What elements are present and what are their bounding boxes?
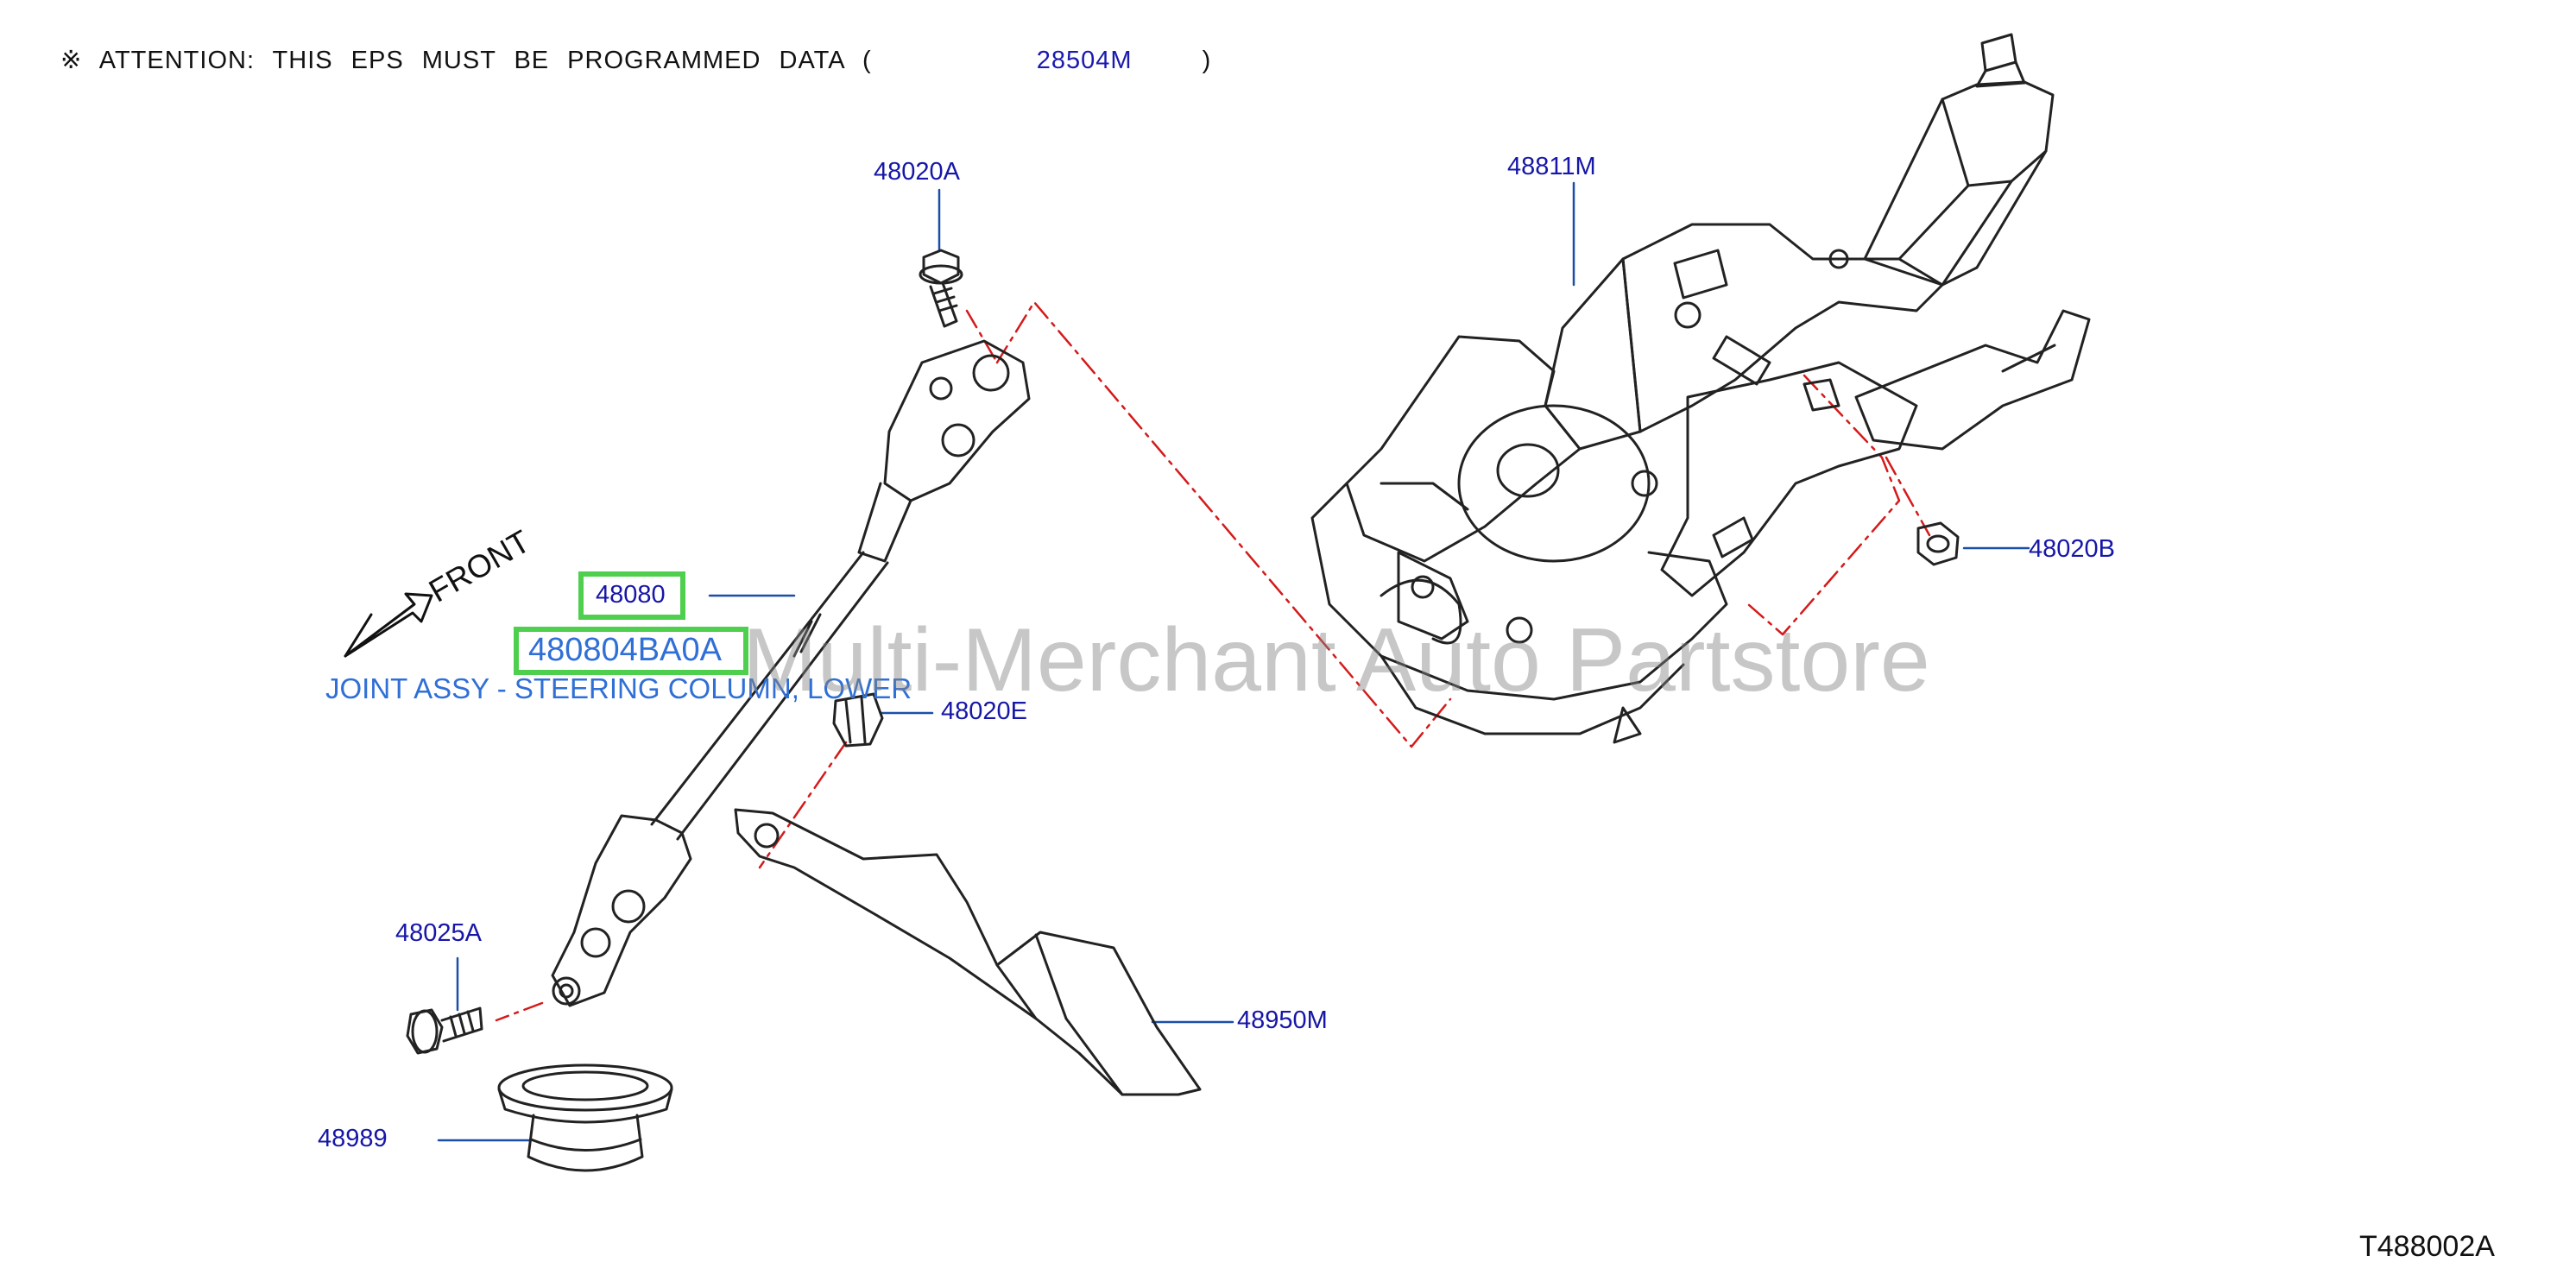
part-label-48950m[interactable]: 48950M: [1237, 1006, 1328, 1034]
part-label-48811m[interactable]: 48811M: [1507, 153, 1596, 180]
attention-text: ATTENTION: THIS EPS MUST BE PROGRAMMED D…: [98, 47, 872, 74]
highlight-box-480804ba0a: [514, 627, 748, 675]
front-arrow-shape: [344, 592, 433, 658]
dash-lines: [495, 300, 1931, 1022]
attention-close: ): [1202, 47, 1212, 74]
part-number-480804ba0a[interactable]: 480804BA0A: [528, 632, 722, 668]
part-label-48989[interactable]: 48989: [318, 1125, 388, 1152]
highlight-box-48080: [578, 571, 685, 620]
leader-lines: [437, 181, 2030, 1142]
part-label-48080[interactable]: 48080: [596, 581, 666, 609]
steering-joint-shape: [551, 339, 1031, 1007]
part-label-48020b[interactable]: 48020B: [2029, 535, 2115, 563]
part-label-48020a[interactable]: 48020A: [874, 158, 960, 186]
cover-48950m-shape: [734, 808, 1202, 1096]
attention-code-link[interactable]: 28504M: [1036, 47, 1133, 74]
diagram-id: T488002A: [2359, 1230, 2495, 1263]
attention-note: ※ ATTENTION: THIS EPS MUST BE PROGRAMMED…: [60, 45, 1211, 75]
bolt-48025a-shape: [406, 1006, 483, 1055]
attention-symbol: ※: [60, 47, 83, 74]
clip-48020e-shape: [832, 692, 884, 748]
bolt-48020a-shape: [919, 249, 963, 328]
part-label-48020e[interactable]: 48020E: [941, 697, 1027, 725]
steering-column-shape: [1310, 33, 2091, 744]
nut-48020b-shape: [1916, 521, 1960, 566]
part-label-48025a[interactable]: 48025A: [395, 919, 482, 947]
grommet-48989-shape: [497, 1063, 673, 1172]
part-description: JOINT ASSY - STEERING COLUMN, LOWER: [325, 672, 912, 704]
